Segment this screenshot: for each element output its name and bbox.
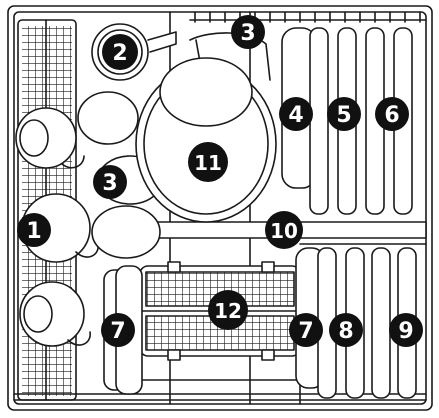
svg-text:2: 2	[112, 41, 127, 66]
large-pot	[135, 32, 277, 223]
svg-text:7: 7	[110, 319, 125, 344]
callout-9: 9	[389, 313, 423, 347]
svg-text:3: 3	[240, 21, 255, 46]
svg-text:11: 11	[194, 151, 222, 175]
callout-6: 6	[375, 97, 409, 131]
svg-text:4: 4	[288, 103, 303, 128]
callout-11: 11	[188, 142, 228, 182]
callout-3-middle: 3	[93, 165, 127, 199]
svg-text:10: 10	[270, 219, 298, 243]
svg-text:5: 5	[336, 103, 351, 128]
callout-5: 5	[327, 97, 361, 131]
svg-text:9: 9	[398, 319, 413, 344]
svg-text:7: 7	[298, 319, 313, 344]
svg-text:12: 12	[214, 299, 242, 323]
callout-badges: 1 2 3 3 4 5 6 7	[17, 15, 423, 347]
callout-7-left: 7	[101, 313, 135, 347]
callout-7-right: 7	[289, 313, 323, 347]
callout-12: 12	[208, 290, 248, 330]
cup-lower	[19, 281, 91, 347]
cups-upper	[15, 91, 139, 169]
callout-1: 1	[17, 213, 51, 247]
callout-8: 8	[329, 313, 363, 347]
svg-text:6: 6	[384, 103, 399, 128]
callout-2: 2	[102, 34, 138, 70]
svg-text:1: 1	[26, 219, 41, 244]
svg-text:3: 3	[102, 171, 117, 196]
callout-4: 4	[279, 97, 313, 131]
callout-3-top: 3	[231, 15, 265, 49]
svg-text:8: 8	[338, 319, 353, 344]
callout-10: 10	[265, 211, 303, 249]
